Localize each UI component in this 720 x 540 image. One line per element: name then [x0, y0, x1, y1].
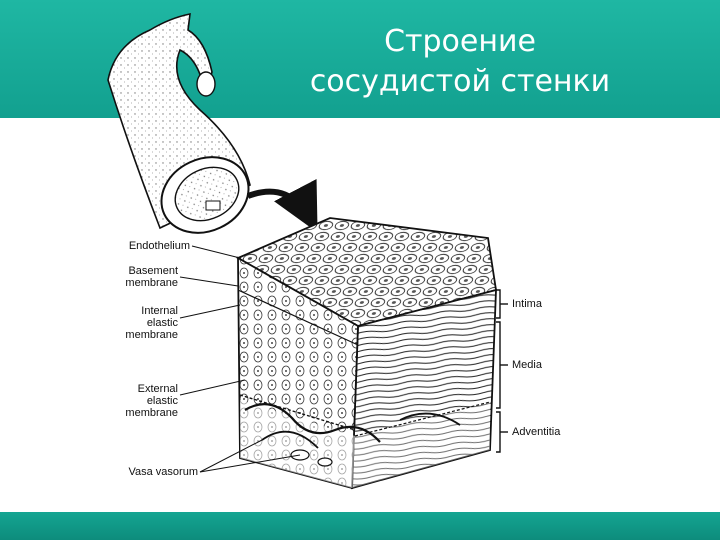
label-external-elastic-membrane: External elastic membrane [125, 383, 178, 419]
label-basement-membrane: Basement membrane [125, 265, 178, 289]
vasa-vasorum-vessel [244, 402, 381, 443]
label-endothelium: Endothelium [128, 240, 190, 252]
layer-brackets [496, 289, 508, 453]
label-adventitia: Adventitia [512, 426, 561, 438]
title-line-2: сосудистой стенки [309, 64, 611, 99]
label-media: Media [512, 359, 542, 371]
label-internal-elastic-membrane: Internal elastic membrane [125, 305, 178, 341]
tissue-block [235, 217, 498, 490]
label-leader-lines [179, 245, 301, 473]
label-intima: Intima [512, 298, 542, 310]
title-line-1: Строение [384, 24, 536, 59]
label-vasa-vasorum: Vasa vasorum [128, 466, 199, 478]
vessel-tube-illustration [107, 12, 318, 234]
slide-title: Строение сосудистой стенки [270, 22, 650, 102]
slide-footer-band [0, 512, 720, 540]
